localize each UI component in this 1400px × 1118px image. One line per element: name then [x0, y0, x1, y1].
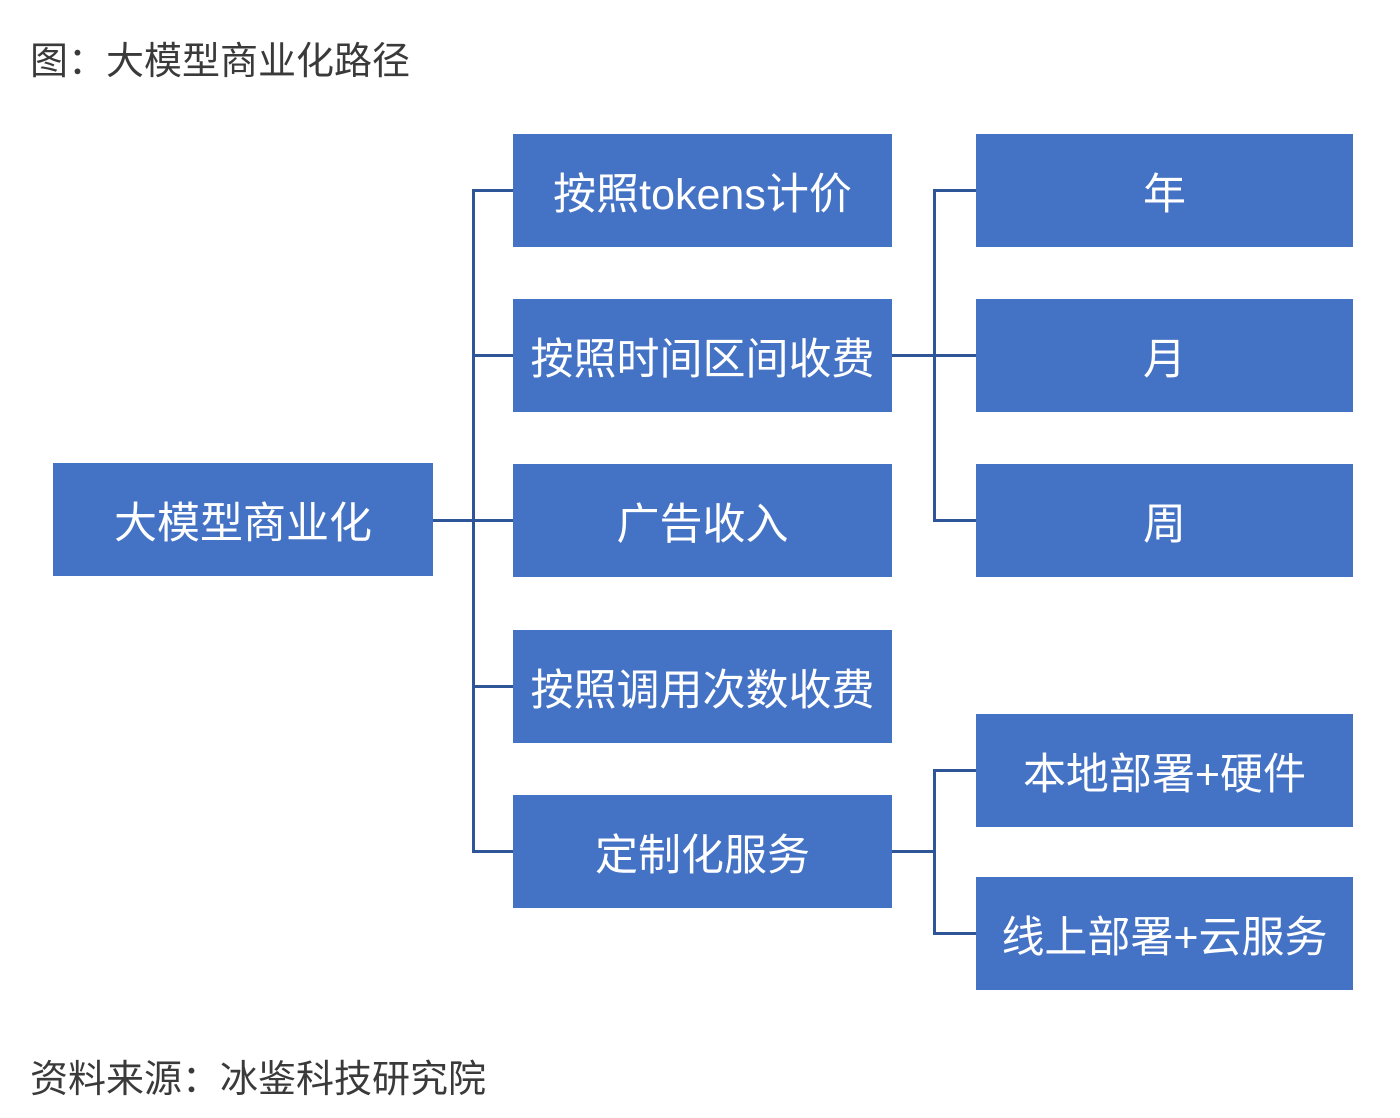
figure-title: 图：大模型商业化路径 [30, 41, 411, 83]
connector-stub-ad-revenue [472, 519, 513, 522]
connector-stub-local-deployment [933, 769, 976, 772]
node-llm-commercialization: 大模型商业化 [53, 463, 433, 576]
connector-customized-to-trunk [892, 850, 933, 853]
node-local-deployment-hardware: 本地部署+硬件 [976, 714, 1353, 827]
node-yearly: 年 [976, 134, 1353, 247]
node-pricing-by-call-count: 按照调用次数收费 [513, 630, 892, 743]
node-ad-revenue: 广告收入 [513, 464, 892, 577]
node-pricing-by-tokens: 按照tokens计价 [513, 134, 892, 247]
connector-time-period-to-trunk [892, 354, 933, 357]
connector-stub-year [933, 189, 976, 192]
connector-stub-tokens [472, 189, 513, 192]
node-online-deployment-cloud: 线上部署+云服务 [976, 877, 1353, 990]
connector-root-to-trunk [433, 519, 472, 522]
node-pricing-by-time-period: 按照时间区间收费 [513, 299, 892, 412]
connector-stub-customized [472, 850, 513, 853]
node-monthly: 月 [976, 299, 1353, 412]
source-note: 资料来源：冰鉴科技研究院 [30, 1059, 487, 1101]
connector-stub-online-deployment [933, 932, 976, 935]
connector-stub-month [933, 354, 976, 357]
connector-lower-right-trunk [933, 769, 936, 935]
connector-stub-time-period [472, 354, 513, 357]
connector-stub-week [933, 519, 976, 522]
node-customized-service: 定制化服务 [513, 795, 892, 908]
node-weekly: 周 [976, 464, 1353, 577]
connector-stub-call-count [472, 685, 513, 688]
